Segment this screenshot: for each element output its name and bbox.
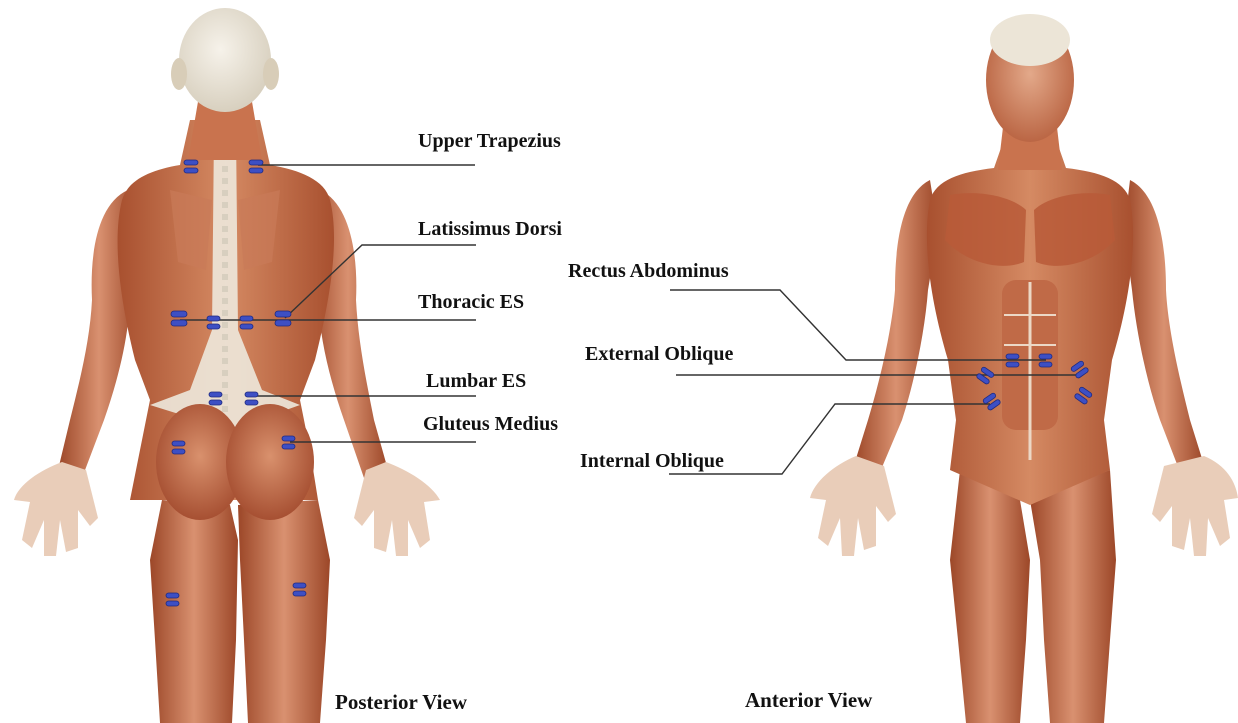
caption-posterior-view: Posterior View	[335, 690, 467, 715]
left-hand-posterior	[14, 462, 98, 556]
left-ear	[171, 58, 187, 90]
right-arm-anterior	[1124, 180, 1204, 472]
left-arm-anterior	[854, 180, 938, 472]
label-rectus-abdominus: Rectus Abdominus	[568, 261, 729, 281]
label-gluteus-medius: Gluteus Medius	[423, 414, 558, 434]
right-hand-anterior	[1152, 456, 1238, 556]
posterior-head	[179, 8, 271, 112]
right-ear	[263, 58, 279, 90]
left-leg-posterior	[150, 500, 238, 723]
left-leg-anterior	[950, 470, 1030, 723]
label-external-oblique: External Oblique	[585, 344, 733, 364]
label-lumbar-es: Lumbar ES	[426, 371, 526, 391]
right-gluteus	[226, 404, 314, 520]
label-thoracic-es: Thoracic ES	[418, 292, 524, 312]
label-internal-oblique: Internal Oblique	[580, 451, 724, 471]
anterior-figure	[810, 14, 1238, 723]
anterior-skullcap	[990, 14, 1070, 66]
right-leg-anterior	[1030, 470, 1116, 723]
right-leg-posterior	[238, 500, 330, 723]
label-latissimus-dorsi: Latissimus Dorsi	[418, 219, 562, 239]
caption-anterior-view: Anterior View	[745, 688, 872, 713]
left-hand-anterior	[810, 456, 896, 556]
posterior-figure	[14, 8, 440, 723]
label-upper-trapezius: Upper Trapezius	[418, 131, 561, 151]
right-hand-posterior	[354, 462, 440, 556]
